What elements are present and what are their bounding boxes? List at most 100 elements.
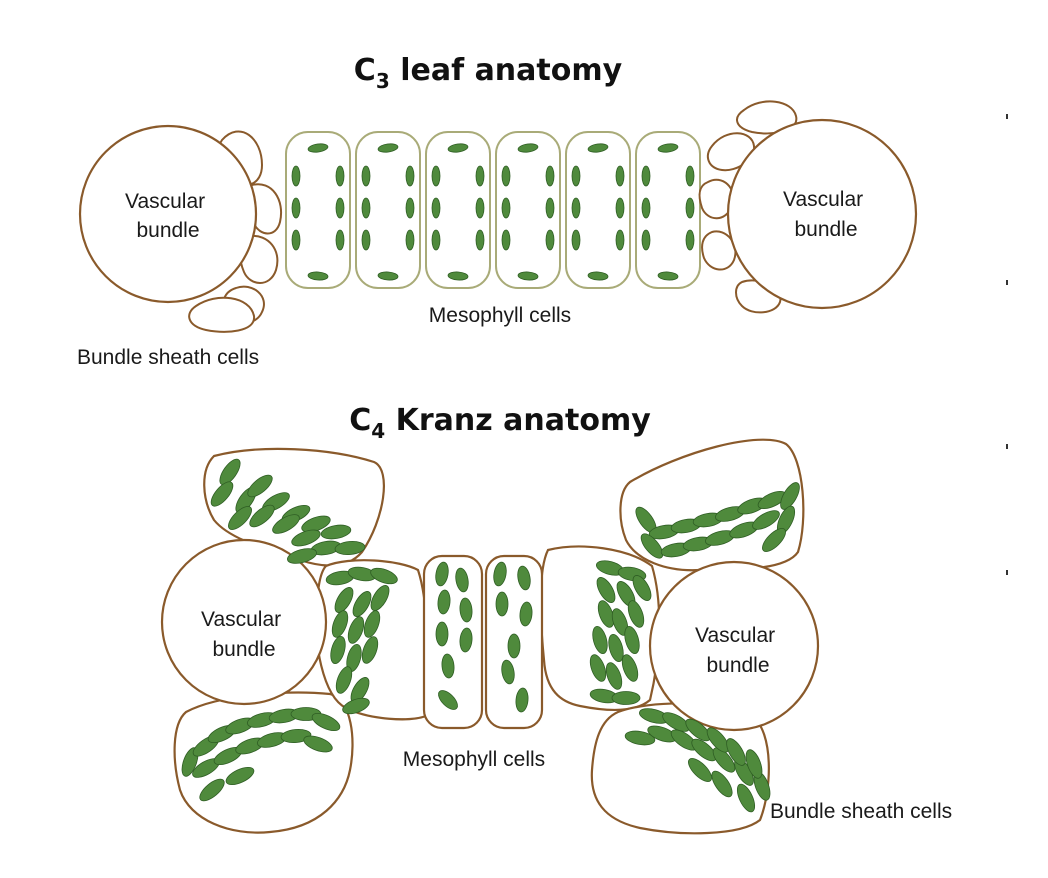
chloroplast [307, 271, 329, 281]
c4-bundle-sheath-label: Bundle sheath cells [770, 800, 952, 823]
chloroplast [405, 229, 415, 251]
chloroplast [493, 561, 507, 587]
chloroplast [475, 197, 485, 219]
chloroplast [291, 229, 301, 251]
chloroplast [459, 627, 473, 653]
chloroplast [571, 197, 581, 219]
chloroplast [615, 197, 625, 219]
c4-vascular-bundle-left [160, 538, 328, 706]
chloroplast [447, 271, 469, 281]
chloroplast [210, 481, 234, 507]
chloroplast [596, 577, 616, 603]
chloroplast [762, 528, 786, 552]
chloroplast [624, 625, 640, 655]
chloroplast [363, 610, 381, 638]
chloroplast [501, 197, 511, 219]
chloroplast [706, 727, 730, 753]
chloroplast [736, 783, 756, 813]
chloroplast [597, 600, 615, 628]
chloroplast [199, 778, 225, 802]
chloroplast [431, 197, 441, 219]
mesophyll-cell [425, 131, 491, 289]
chloroplast [431, 165, 441, 187]
chloroplast [641, 229, 651, 251]
chloroplast [249, 504, 275, 528]
chloroplast [685, 165, 695, 187]
c3-mesophyll-cells [285, 131, 701, 289]
chloroplast [405, 165, 415, 187]
chloroplast [455, 567, 469, 593]
chloroplast [431, 229, 441, 251]
chloroplast [361, 165, 371, 187]
chloroplast [627, 600, 645, 628]
bundle-sheath-cell [698, 178, 735, 220]
chloroplast [334, 540, 366, 556]
chloroplast [517, 565, 531, 591]
c3-title-rest: leaf anatomy [390, 53, 623, 88]
chloroplast [370, 585, 390, 611]
chloroplast [334, 587, 354, 613]
chloroplast [352, 591, 372, 617]
c3-title-subscript: 3 [376, 69, 390, 93]
chloroplast [342, 697, 370, 715]
chloroplast [228, 506, 252, 530]
c3-vascular-bundle-left [78, 124, 258, 304]
chloroplast [545, 197, 555, 219]
c3-vascular-bundle-right [726, 118, 918, 310]
chloroplast [640, 533, 664, 559]
c4-kranz-anatomy: Vascular bundle Vascular bundle Mesophyl… [160, 438, 952, 835]
chloroplast [459, 597, 473, 623]
chloroplast [331, 610, 349, 638]
chloroplast [291, 529, 321, 547]
chloroplast [712, 747, 736, 773]
chloroplast [225, 766, 255, 786]
edge-marks [1006, 114, 1008, 575]
chloroplast [517, 271, 539, 281]
chloroplast [335, 229, 345, 251]
c3-bundle-sheath-label: Bundle sheath cells [77, 346, 259, 369]
chloroplast [441, 653, 455, 679]
c4-vascular-bundle-right-label: Vascular bundle [695, 624, 781, 677]
mesophyll-cell [635, 131, 701, 289]
chloroplast [632, 575, 652, 601]
chloroplast [592, 625, 608, 655]
c4-title-subscript: 4 [371, 419, 385, 443]
chloroplast [475, 229, 485, 251]
chloroplast [545, 165, 555, 187]
chloroplast [571, 165, 581, 187]
chloroplast [219, 458, 241, 486]
chloroplast [347, 616, 365, 644]
chloroplast [519, 601, 533, 627]
chloroplast [608, 633, 624, 663]
c4-title-rest: Kranz anatomy [385, 403, 651, 438]
c4-title-prefix: C [349, 403, 371, 438]
chloroplast [495, 591, 509, 617]
c3-title: C3 leaf anatomy [354, 53, 623, 93]
chloroplast [507, 633, 521, 659]
c3-mesophyll-label: Mesophyll cells [429, 304, 571, 327]
chloroplast [307, 143, 329, 153]
c3-title-prefix: C [354, 53, 376, 88]
mesophyll-cell [285, 131, 351, 289]
chloroplast [303, 735, 333, 753]
chloroplast [624, 730, 656, 746]
c4-bundle-sheath-bottom-left [173, 691, 354, 834]
edge-mark [1006, 280, 1008, 285]
chloroplast [447, 143, 469, 153]
chloroplast [685, 229, 695, 251]
chloroplast [370, 567, 398, 585]
chloroplast [287, 548, 317, 564]
chloroplast [657, 143, 679, 153]
chloroplast [780, 482, 800, 510]
c4-vascular-bundle-left-label: Vascular bundle [201, 608, 287, 661]
c3-leaf-anatomy: Vascular bundle Vascular bundle Mesophyl… [77, 100, 918, 369]
mesophyll-cell [565, 131, 631, 289]
chloroplast [475, 165, 485, 187]
chloroplast [361, 636, 379, 664]
chloroplast [621, 654, 639, 682]
c4-title: C4 Kranz anatomy [349, 403, 651, 443]
edge-mark [1006, 570, 1008, 575]
chloroplast [361, 197, 371, 219]
chloroplast [335, 197, 345, 219]
